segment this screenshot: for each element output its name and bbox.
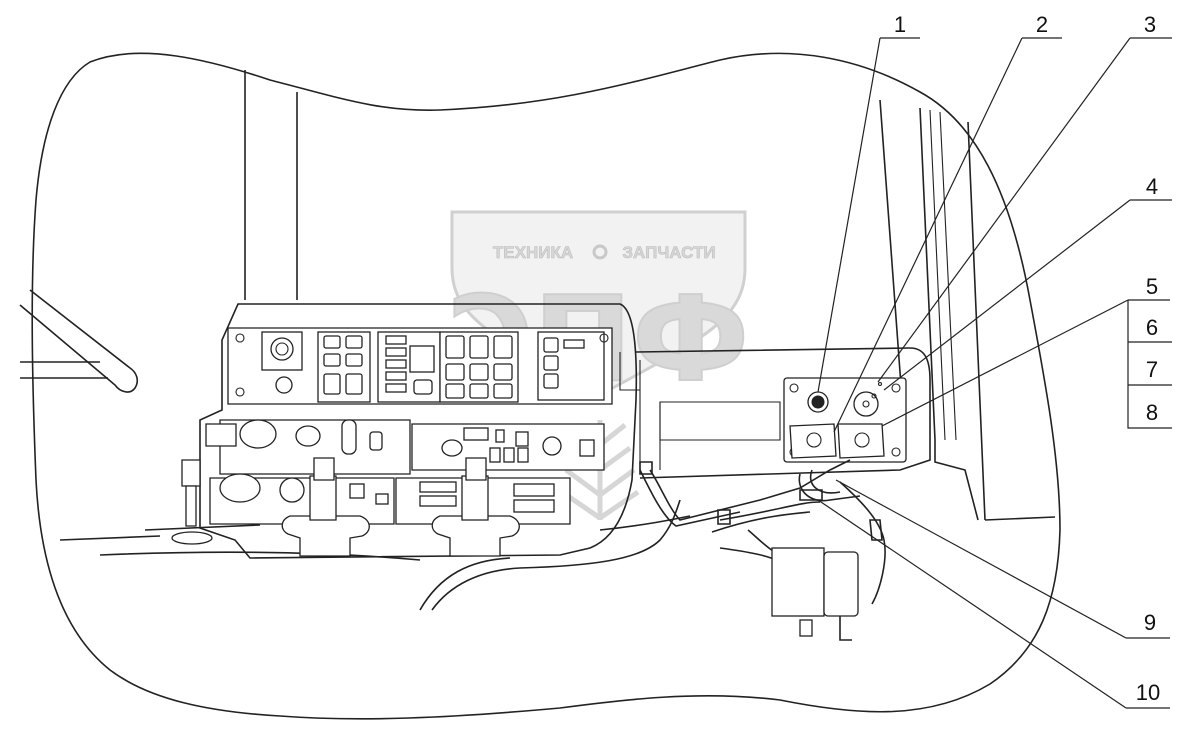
switch-block-1 [317,331,371,403]
callout-6: 6 [1146,315,1158,340]
relay-box [771,547,859,641]
callout-leaders [817,37,1172,709]
joystick-left [281,457,370,557]
socket-panel [783,377,907,463]
middle-control-panel [205,419,605,475]
round-button [275,376,293,394]
callout-1: 1 [894,12,906,37]
callout-2: 2 [1036,12,1048,37]
switch-block-3 [439,331,519,403]
indicator-lamp [807,391,829,413]
switch-block-2 [377,331,441,403]
lower-control-panel [209,473,571,525]
cutaway-outline [31,52,1061,720]
socket-right [837,423,885,459]
callout-5: 5 [1146,274,1158,299]
upper-instrument-panel [227,327,613,405]
watermark-word-left: ТЕХНИКА [493,243,573,262]
socket-left [789,423,837,459]
wiring-harness [419,459,886,611]
callout-4: 4 [1146,174,1158,199]
callout-8: 8 [1146,400,1158,425]
watermark-word-right: ЗАПЧАСТИ [622,243,715,262]
joystick-right [431,457,520,557]
panel-screws [235,333,609,397]
console-body [199,303,638,559]
console-shelf [635,347,931,479]
gear-icon [592,244,608,260]
callout-7: 7 [1146,357,1158,382]
switch-block-4 [537,331,605,401]
callout-10: 10 [1136,680,1160,705]
callout-3: 3 [1144,12,1156,37]
callout-labels: 1 2 3 4 5 6 7 8 9 10 [894,12,1160,705]
callout-9: 9 [1144,610,1156,635]
small-lever [171,459,213,545]
gauge-icon [261,331,303,371]
round-socket [853,381,883,417]
